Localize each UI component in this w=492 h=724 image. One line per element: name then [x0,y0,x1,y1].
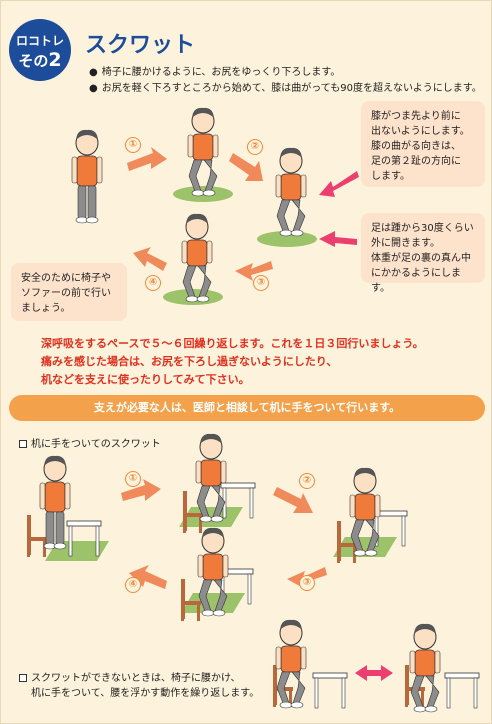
lokotore-badge: ロコトレ その2 [9,19,71,81]
note-knee: 膝がつま先より前に 出ないようにします。 膝の曲がる向きは、 足の第２趾の方向に… [361,101,485,187]
page-title: スクワット [85,33,196,58]
step-2-top: ② [247,139,263,155]
checkbox-icon [19,440,27,448]
section-chair-squat: スクワットができないときは、椅子に腰かけ、 机に手をついて、腰を浮かす動作を繰り… [19,671,259,701]
step-1-top: ① [125,137,141,153]
note-safety: 安全のために椅子や ソファーの前で行い ましょう。 [11,263,127,321]
double-arrow-icon [355,665,393,681]
desk-person-standing [39,455,71,550]
instruction-2: お尻を軽く下ろすところから始めて、膝は曲がっても90度を超えないようにします。 [89,79,482,94]
section-desk-squat: 机に手をついてのスクワット [19,435,161,450]
person-rising [181,213,213,303]
checkbox-icon [19,674,27,682]
note-foot: 足は踵から30度くらい 外に開きます。 体重が足の裏の真ん中 にかかるようにしま… [361,213,485,294]
instruction-1: 椅子に腰かけるように、お尻をゆっくり下ろします。 [89,63,341,78]
step-4-desk: ④ [125,577,141,593]
step-3-desk: ③ [299,575,315,591]
step-2-desk: ② [299,473,315,489]
person-standing-start [71,129,103,224]
person-deep-squat [275,147,307,237]
support-banner: 支えが必要な人は、医師と相談して机に手をついて行います。 [9,395,485,421]
chair-person-rising [409,623,441,713]
badge-line2: その2 [18,49,62,71]
person-half-squat [187,107,219,197]
repetition-warning: 深呼吸をするペースで５～６回繰り返します。これを１日３回行いましょう。 痛みを感… [41,337,424,386]
step-3-top: ③ [253,275,269,291]
step-1-desk: ① [125,471,141,487]
step-4-top: ④ [145,275,161,291]
badge-line1: ロコトレ [15,34,64,48]
